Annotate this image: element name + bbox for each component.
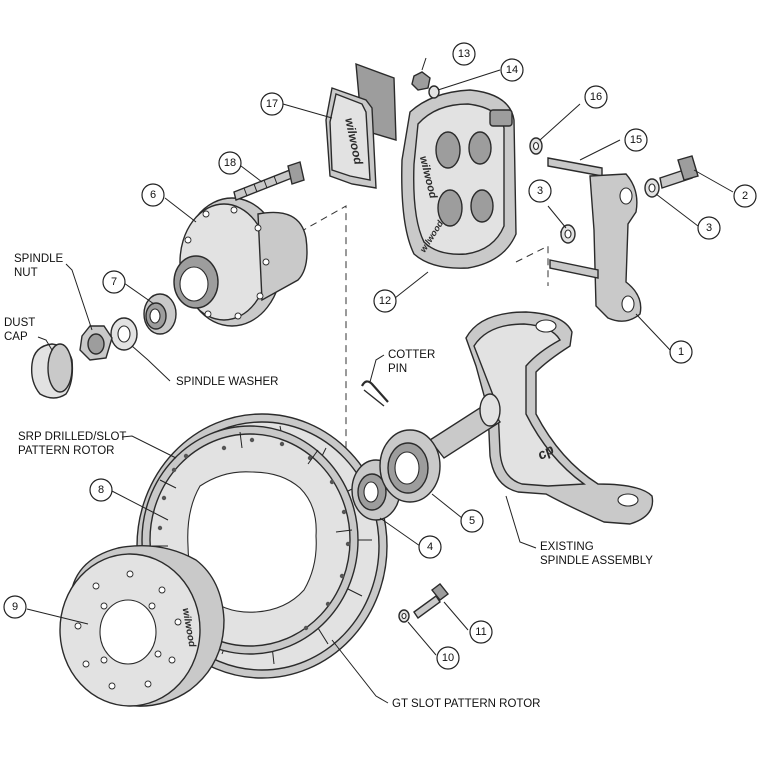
label-spindle-nut-line1: SPINDLE: [14, 253, 64, 265]
grease-seal: [379, 429, 441, 503]
svg-text:13: 13: [458, 48, 470, 60]
hub: [173, 197, 308, 327]
spindle-washer: [110, 317, 138, 351]
callout-16: 16: [584, 85, 608, 109]
label-spindle-nut-line2: NUT: [14, 267, 38, 279]
label-srp-rotor-line2: PATTERN ROTOR: [18, 445, 114, 457]
label-cotter-pin-line1: COTTER: [388, 349, 435, 361]
callout-4: 4: [418, 535, 442, 559]
bleed-washer: [428, 85, 440, 99]
svg-text:10: 10: [442, 652, 454, 664]
wheel-stud: [233, 161, 305, 201]
label-srp-rotor-line1: SRP DRILLED/SLOT: [18, 431, 126, 443]
callout-9: 9: [3, 595, 27, 619]
existing-spindle: cp: [428, 311, 654, 525]
callout-1: 1: [669, 340, 693, 364]
callout-3-right: 3: [697, 216, 721, 240]
svg-text:14: 14: [506, 64, 518, 76]
outer-bearing: [143, 293, 177, 335]
svg-text:12: 12: [379, 295, 391, 307]
washer-3-right: [644, 178, 660, 198]
bleed-screw: [411, 71, 431, 91]
caliper-bracket: [549, 173, 642, 322]
svg-text:3: 3: [706, 222, 712, 234]
svg-text:9: 9: [12, 601, 18, 613]
callout-2: 2: [733, 184, 757, 208]
callout-3-left: 3: [528, 179, 552, 203]
svg-text:5: 5: [469, 515, 475, 527]
brake-pads: wilwood: [325, 62, 397, 189]
spindle-cp-mark: cp: [534, 440, 557, 462]
dust-cap: [30, 343, 74, 399]
cotter-pin: [361, 380, 389, 407]
svg-text:16: 16: [590, 91, 602, 103]
spindle-nut: [79, 325, 113, 361]
label-spindle-washer: SPINDLE WASHER: [176, 376, 278, 388]
svg-text:2: 2: [742, 190, 748, 202]
label-gt-rotor: GT SLOT PATTERN ROTOR: [392, 698, 540, 710]
callout-8: 8: [89, 478, 113, 502]
svg-text:7: 7: [111, 276, 117, 288]
leader-lines: [26, 57, 734, 704]
rotor-hat: wilwood: [59, 545, 225, 707]
caliper: wilwood wilwood: [401, 89, 517, 269]
washer-10: [398, 609, 410, 623]
label-dust-cap-line2: CAP: [4, 331, 28, 343]
callout-7: 7: [102, 270, 126, 294]
callout-13: 13: [452, 42, 476, 66]
svg-text:11: 11: [475, 626, 486, 638]
label-existing-spindle-line2: SPINDLE ASSEMBLY: [540, 555, 653, 567]
callout-15: 15: [624, 128, 648, 152]
callout-10: 10: [436, 646, 460, 670]
stud-15: [547, 157, 603, 177]
label-dust-cap-line1: DUST: [4, 317, 35, 329]
svg-text:17: 17: [266, 98, 278, 110]
svg-text:3: 3: [537, 185, 543, 197]
svg-text:1: 1: [678, 346, 684, 358]
callout-11: 11: [469, 620, 493, 644]
label-existing-spindle-line1: EXISTING: [540, 541, 594, 553]
callout-17: 17: [260, 92, 284, 116]
callout-5: 5: [460, 509, 484, 533]
label-cotter-pin-line2: PIN: [388, 363, 407, 375]
svg-text:6: 6: [150, 189, 156, 201]
bolt-11: [413, 583, 449, 619]
svg-text:4: 4: [427, 541, 433, 553]
washer-3-left: [560, 224, 576, 244]
callout-18: 18: [218, 151, 242, 175]
bolt-2: [659, 155, 699, 189]
washer-16: [529, 137, 543, 155]
svg-text:15: 15: [630, 134, 642, 146]
callout-12: 12: [373, 289, 397, 313]
svg-text:18: 18: [224, 157, 236, 169]
callout-6: 6: [141, 183, 165, 207]
svg-text:8: 8: [98, 484, 104, 496]
callout-14: 14: [500, 58, 524, 82]
